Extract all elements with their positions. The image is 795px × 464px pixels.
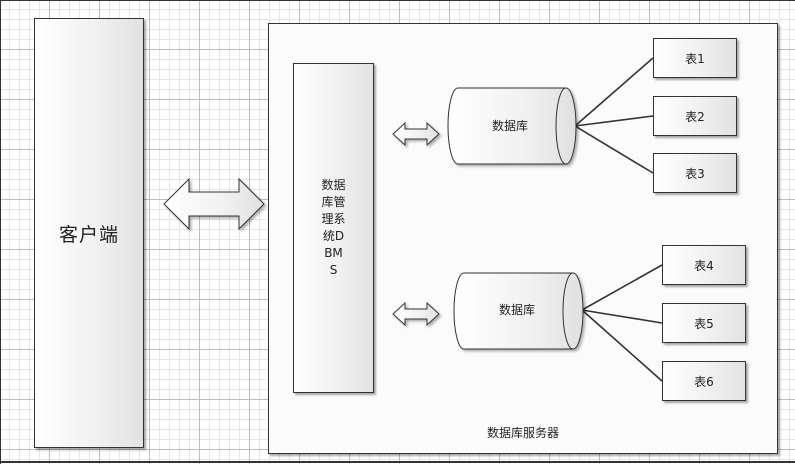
frame-bottom-line [0,461,795,463]
database-cylinder-2[interactable] [453,272,584,350]
database-label-2: 数据库 [499,302,535,317]
table-label-2: 表2 [685,109,705,124]
table-label-4: 表4 [694,258,714,273]
frame-top-line [0,0,795,1]
table-box-5[interactable]: 表5 [662,303,746,343]
client-label: 客户端 [58,223,119,246]
table-box-4[interactable]: 表4 [662,245,746,285]
table-label-5: 表5 [694,316,714,331]
connector-db1-table1 [574,57,654,127]
table-label-1: 表1 [685,51,705,66]
table-box-2[interactable]: 表2 [653,96,737,136]
connector-db2-table4 [581,264,663,311]
database-label-1: 数据库 [492,118,528,133]
dbms-box[interactable]: 数据库管理系统DBMS [293,63,374,393]
connector-db1-table2 [574,115,654,127]
connector-db2-table6 [581,309,663,382]
server-label: 数据库服务器 [486,426,559,440]
double-arrow-small-1 [392,121,440,147]
connector-db1-table3 [574,125,654,174]
connector-db2-table5 [581,309,663,324]
table-box-1[interactable]: 表1 [653,38,737,78]
table-label-6: 表6 [694,374,714,389]
table-box-6[interactable]: 表6 [662,361,746,401]
double-arrow-small-2 [392,301,440,327]
dbms-label: 数据库管理系统DBMS [321,178,346,277]
frame-left-line [0,0,1,464]
client-box[interactable]: 客户端 [34,18,144,448]
double-arrow-large [163,177,265,231]
table-label-3: 表3 [685,166,705,181]
table-box-3[interactable]: 表3 [653,153,737,193]
database-cylinder-1[interactable] [447,87,577,165]
